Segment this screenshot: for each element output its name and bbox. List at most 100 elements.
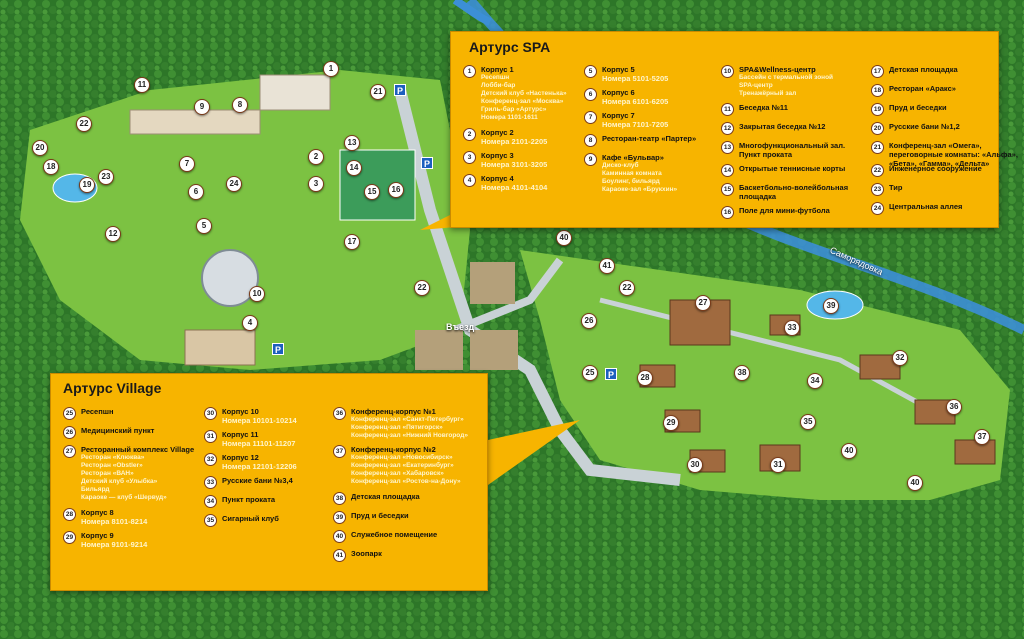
map-marker[interactable]: 22 [76, 116, 92, 132]
map-marker[interactable]: 38 [734, 365, 750, 381]
legend-number: 3 [463, 150, 476, 164]
legend-name: Поле для мини-футбола [739, 206, 830, 216]
map-marker[interactable]: 22 [414, 280, 430, 296]
parking-sign[interactable]: P [394, 84, 406, 96]
legend-name: Зоопарк [351, 548, 382, 558]
map-marker[interactable]: 37 [974, 429, 990, 445]
map-marker[interactable]: 2 [308, 149, 324, 165]
map-marker[interactable]: 27 [695, 295, 711, 311]
map-marker[interactable]: 4 [242, 315, 258, 331]
map-marker[interactable]: 39 [823, 298, 839, 314]
parking-sign[interactable]: P [272, 343, 284, 355]
legend-rooms: Номера 3101-3205 [481, 159, 548, 169]
map-marker[interactable]: 26 [581, 313, 597, 329]
parking-sign[interactable]: P [421, 157, 433, 169]
legend-subitem: Конференц-зал «Хабаровск» [351, 470, 444, 478]
legend-name: Пруд и беседки [889, 103, 947, 112]
legend-name: Закрытая беседка №12 [739, 122, 826, 132]
map-marker[interactable]: 12 [105, 226, 121, 242]
map-marker[interactable]: 13 [344, 135, 360, 151]
map-marker[interactable]: 40 [907, 475, 923, 491]
legend-name: Ресторан-театр «Партер» [602, 134, 697, 143]
map-marker[interactable]: 23 [98, 169, 114, 185]
legend-name: Корпус 9 [81, 530, 114, 540]
map-marker[interactable]: 41 [599, 258, 615, 274]
map-marker[interactable]: 11 [134, 77, 150, 93]
map-marker[interactable]: 5 [196, 218, 212, 234]
village-cottage-g [954, 439, 996, 465]
legend-subitem: Ресторан «Obstler» [81, 462, 143, 469]
legend-number: 35 [204, 514, 217, 527]
map-marker[interactable]: 15 [364, 184, 380, 200]
map-marker[interactable]: 21 [370, 84, 386, 100]
spa-cottage-row [184, 329, 256, 366]
spa-wellness-dome [201, 249, 259, 307]
legend-subitem: Бильярд [81, 486, 110, 493]
map-marker[interactable]: 19 [79, 177, 95, 193]
legend-rooms: Номера 6101-6205 [602, 97, 669, 106]
map-marker[interactable]: 8 [232, 97, 248, 113]
map-marker[interactable]: 30 [687, 457, 703, 473]
spa-main-building [259, 74, 331, 111]
map-marker[interactable]: 1 [323, 61, 339, 77]
legend-name: Пруд и беседки [351, 510, 409, 520]
map-marker[interactable]: 36 [946, 399, 962, 415]
map-marker[interactable]: 9 [194, 99, 210, 115]
legend-name: Служебное помещение [351, 529, 438, 539]
map-marker[interactable]: 16 [388, 182, 404, 198]
legend-name: Корпус 8 [81, 507, 114, 517]
legend-number: 12 [721, 122, 734, 136]
map-marker[interactable]: 40 [841, 443, 857, 459]
map-marker[interactable]: 35 [800, 414, 816, 430]
legend-number: 33 [204, 476, 217, 489]
village-callout-pointer [488, 420, 580, 485]
map-marker[interactable]: 22 [619, 280, 635, 296]
legend-name: Корпус 7 [602, 111, 635, 120]
legend-name: Сигарный клуб [222, 514, 279, 523]
map-marker[interactable]: 33 [784, 320, 800, 336]
map-marker[interactable]: 3 [308, 176, 324, 192]
legend-name: Корпус 3 [481, 150, 514, 160]
map-marker[interactable]: 32 [892, 350, 908, 366]
legend-name: Открытые теннисные корты [739, 164, 846, 174]
map-marker[interactable]: 24 [226, 176, 242, 192]
map-marker[interactable]: 17 [344, 234, 360, 250]
legend-name: Конференц-зал «Омега», переговорные комн… [889, 141, 1018, 168]
map-marker[interactable]: 28 [637, 370, 653, 386]
legend-name: Ресторанный комплекс Village [81, 445, 195, 454]
legend-name: Баскетбольно-волейбольная площадка [739, 183, 849, 202]
legend-number: 15 [721, 183, 734, 197]
legend-name: Детская площадка [889, 65, 958, 74]
legend-number: 10 [721, 65, 734, 78]
map-marker[interactable]: 14 [346, 160, 362, 176]
legend-number: 2 [463, 127, 476, 141]
legend-name: Конференц-корпус №1 [351, 407, 436, 416]
legend-name: Корпус 4 [481, 173, 514, 183]
legend-number: 29 [63, 530, 76, 544]
parking-sign[interactable]: P [605, 368, 617, 380]
map-marker[interactable]: 40 [556, 230, 572, 246]
legend-name: Корпус 5 [602, 65, 635, 74]
legend-name: Детская площадка [351, 491, 420, 501]
legend-number: 25 [63, 407, 76, 420]
map-marker[interactable]: 6 [188, 184, 204, 200]
map-marker[interactable]: 18 [43, 159, 59, 175]
map-marker[interactable]: 31 [770, 457, 786, 473]
map-marker[interactable]: 25 [582, 365, 598, 381]
map-marker[interactable]: 34 [807, 373, 823, 389]
map-marker[interactable]: 29 [663, 415, 679, 431]
map-marker[interactable]: 10 [249, 286, 265, 302]
legend-subitem: Конференц-зал «Санкт-Петербург» [351, 416, 464, 423]
map-marker[interactable]: 7 [179, 156, 195, 172]
legend-rooms: Номера 4101-4104 [481, 182, 548, 192]
map-marker[interactable]: 20 [32, 140, 48, 156]
